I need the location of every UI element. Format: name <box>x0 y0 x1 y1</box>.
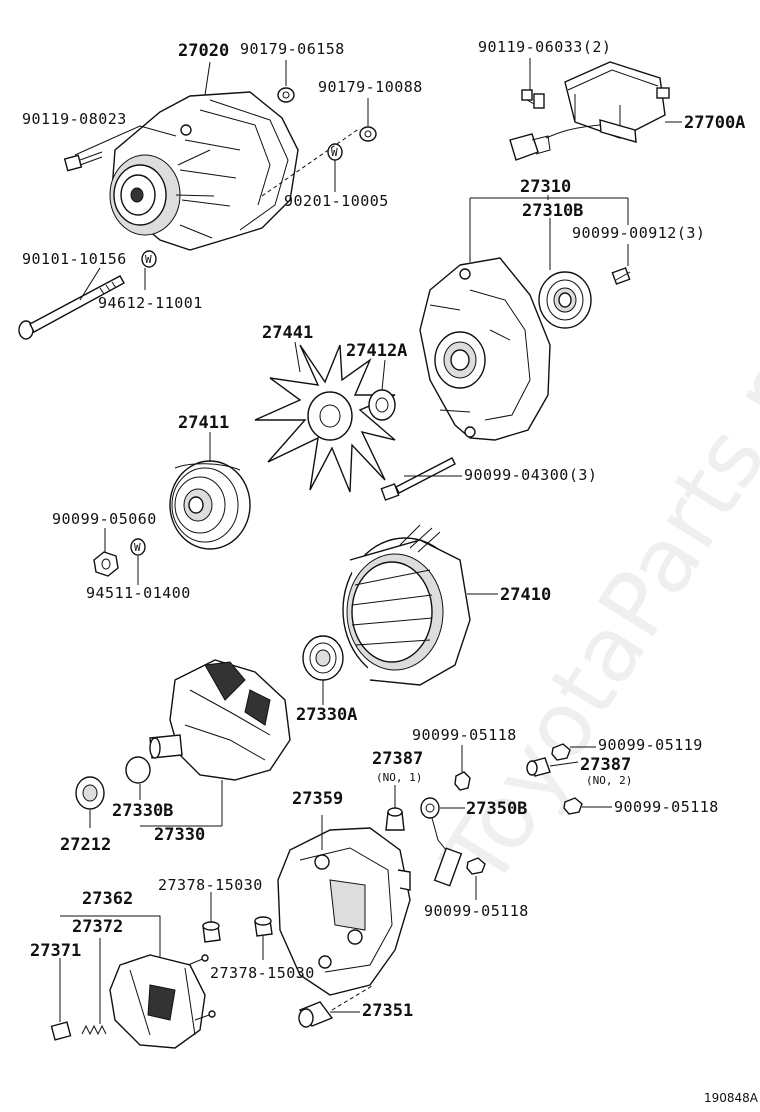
label-27378-15030-a: 27378-15030 <box>158 876 263 894</box>
nut-icon <box>551 743 571 761</box>
rotor-icon <box>149 659 291 781</box>
leader-27310 <box>469 197 629 262</box>
insulator-icon <box>254 916 273 937</box>
label-90119-08023: 90119-08023 <box>22 110 127 128</box>
label-90101-10156: 90101-10156 <box>22 250 127 268</box>
long-bolt-icon <box>18 275 125 340</box>
label-27330B: 27330B <box>112 801 173 821</box>
label-90099-05118-a: 90099-05118 <box>412 726 517 744</box>
bolt-icon <box>63 151 103 172</box>
label-27310B: 27310B <box>522 201 583 221</box>
svg-text:W: W <box>331 146 338 159</box>
cooling-fan-icon <box>254 344 396 493</box>
washer-icon <box>277 87 295 103</box>
label-27212: 27212 <box>60 835 111 855</box>
snap-ring-icon <box>125 756 151 784</box>
label-90099-05060: 90099-05060 <box>52 510 157 528</box>
label-27310: 27310 <box>520 177 571 197</box>
rubber-cap-icon <box>298 1001 334 1028</box>
label-90099-05118-c: 90099-05118 <box>614 798 719 816</box>
figure-id: 190848A <box>704 1091 759 1105</box>
nut-icon <box>93 551 119 577</box>
label-90099-05118-b: 90099-05118 <box>424 902 529 920</box>
label-27387-no2: 27387 <box>580 755 631 775</box>
label-27372: 27372 <box>72 917 123 937</box>
svg-text:W: W <box>134 541 141 554</box>
label-27350B: 27350B <box>466 799 527 819</box>
terminal-insulator-icon <box>420 797 463 887</box>
washer-w-icon: W <box>141 250 157 268</box>
washer-icon <box>359 126 377 142</box>
brush-holder-icon <box>109 954 216 1049</box>
brush-icon <box>50 1021 72 1041</box>
nut-icon <box>563 797 583 815</box>
label-27700A: 27700A <box>684 113 745 133</box>
label-27387-no2-note: (NO, 2) <box>586 774 632 787</box>
rectifier-end-frame-icon <box>277 827 411 996</box>
nut-icon <box>466 857 486 875</box>
label-27330: 27330 <box>154 825 205 845</box>
nut-icon <box>454 771 471 791</box>
screw-icon <box>521 89 545 109</box>
voltage-regulator-icon <box>509 61 670 161</box>
through-bolt-icon <box>380 457 456 501</box>
washer-w-icon: W <box>327 143 343 161</box>
label-27330A: 27330A <box>296 705 357 725</box>
label-94612-11001: 94612-11001 <box>98 294 203 312</box>
label-27441: 27441 <box>262 323 313 343</box>
brush-spring-icon <box>81 1024 107 1036</box>
spacer-collar-icon <box>368 389 396 421</box>
label-27351: 27351 <box>362 1001 413 1021</box>
stator-icon <box>342 524 471 686</box>
label-27410: 27410 <box>500 585 551 605</box>
label-27411: 27411 <box>178 413 229 433</box>
label-27387-no1: 27387 <box>372 749 423 769</box>
oil-seal-icon <box>75 776 105 810</box>
drive-end-frame-icon <box>419 257 551 441</box>
label-27378-15030-b: 27378-15030 <box>210 964 315 982</box>
label-94511-01400: 94511-01400 <box>86 584 191 602</box>
alternator-assembly-icon <box>109 91 299 251</box>
svg-text:W: W <box>145 253 152 266</box>
leader-27362 <box>60 915 161 958</box>
label-90119-06033: 90119-06033(2) <box>478 38 611 56</box>
screw-icon <box>611 267 631 285</box>
label-90099-04300: 90099-04300(3) <box>464 466 597 484</box>
insulator-icon <box>202 921 221 943</box>
label-90179-10088: 90179-10088 <box>318 78 423 96</box>
label-27359: 27359 <box>292 789 343 809</box>
label-90099-00912: 90099-00912(3) <box>572 224 705 242</box>
label-90179-06158: 90179-06158 <box>240 40 345 58</box>
pulley-icon <box>169 460 251 550</box>
label-27371: 27371 <box>30 941 81 961</box>
label-27387-no1-note: (NO, 1) <box>376 771 422 784</box>
label-27020: 27020 <box>178 41 229 61</box>
washer-w-icon: W <box>130 538 146 556</box>
label-27412A: 27412A <box>346 341 407 361</box>
bearing-icon <box>302 635 344 681</box>
bearing-icon <box>538 271 592 329</box>
label-90201-10005: 90201-10005 <box>284 192 389 210</box>
leader-27020 <box>204 61 211 96</box>
label-27362: 27362 <box>82 889 133 909</box>
label-90099-05119: 90099-05119 <box>598 736 703 754</box>
